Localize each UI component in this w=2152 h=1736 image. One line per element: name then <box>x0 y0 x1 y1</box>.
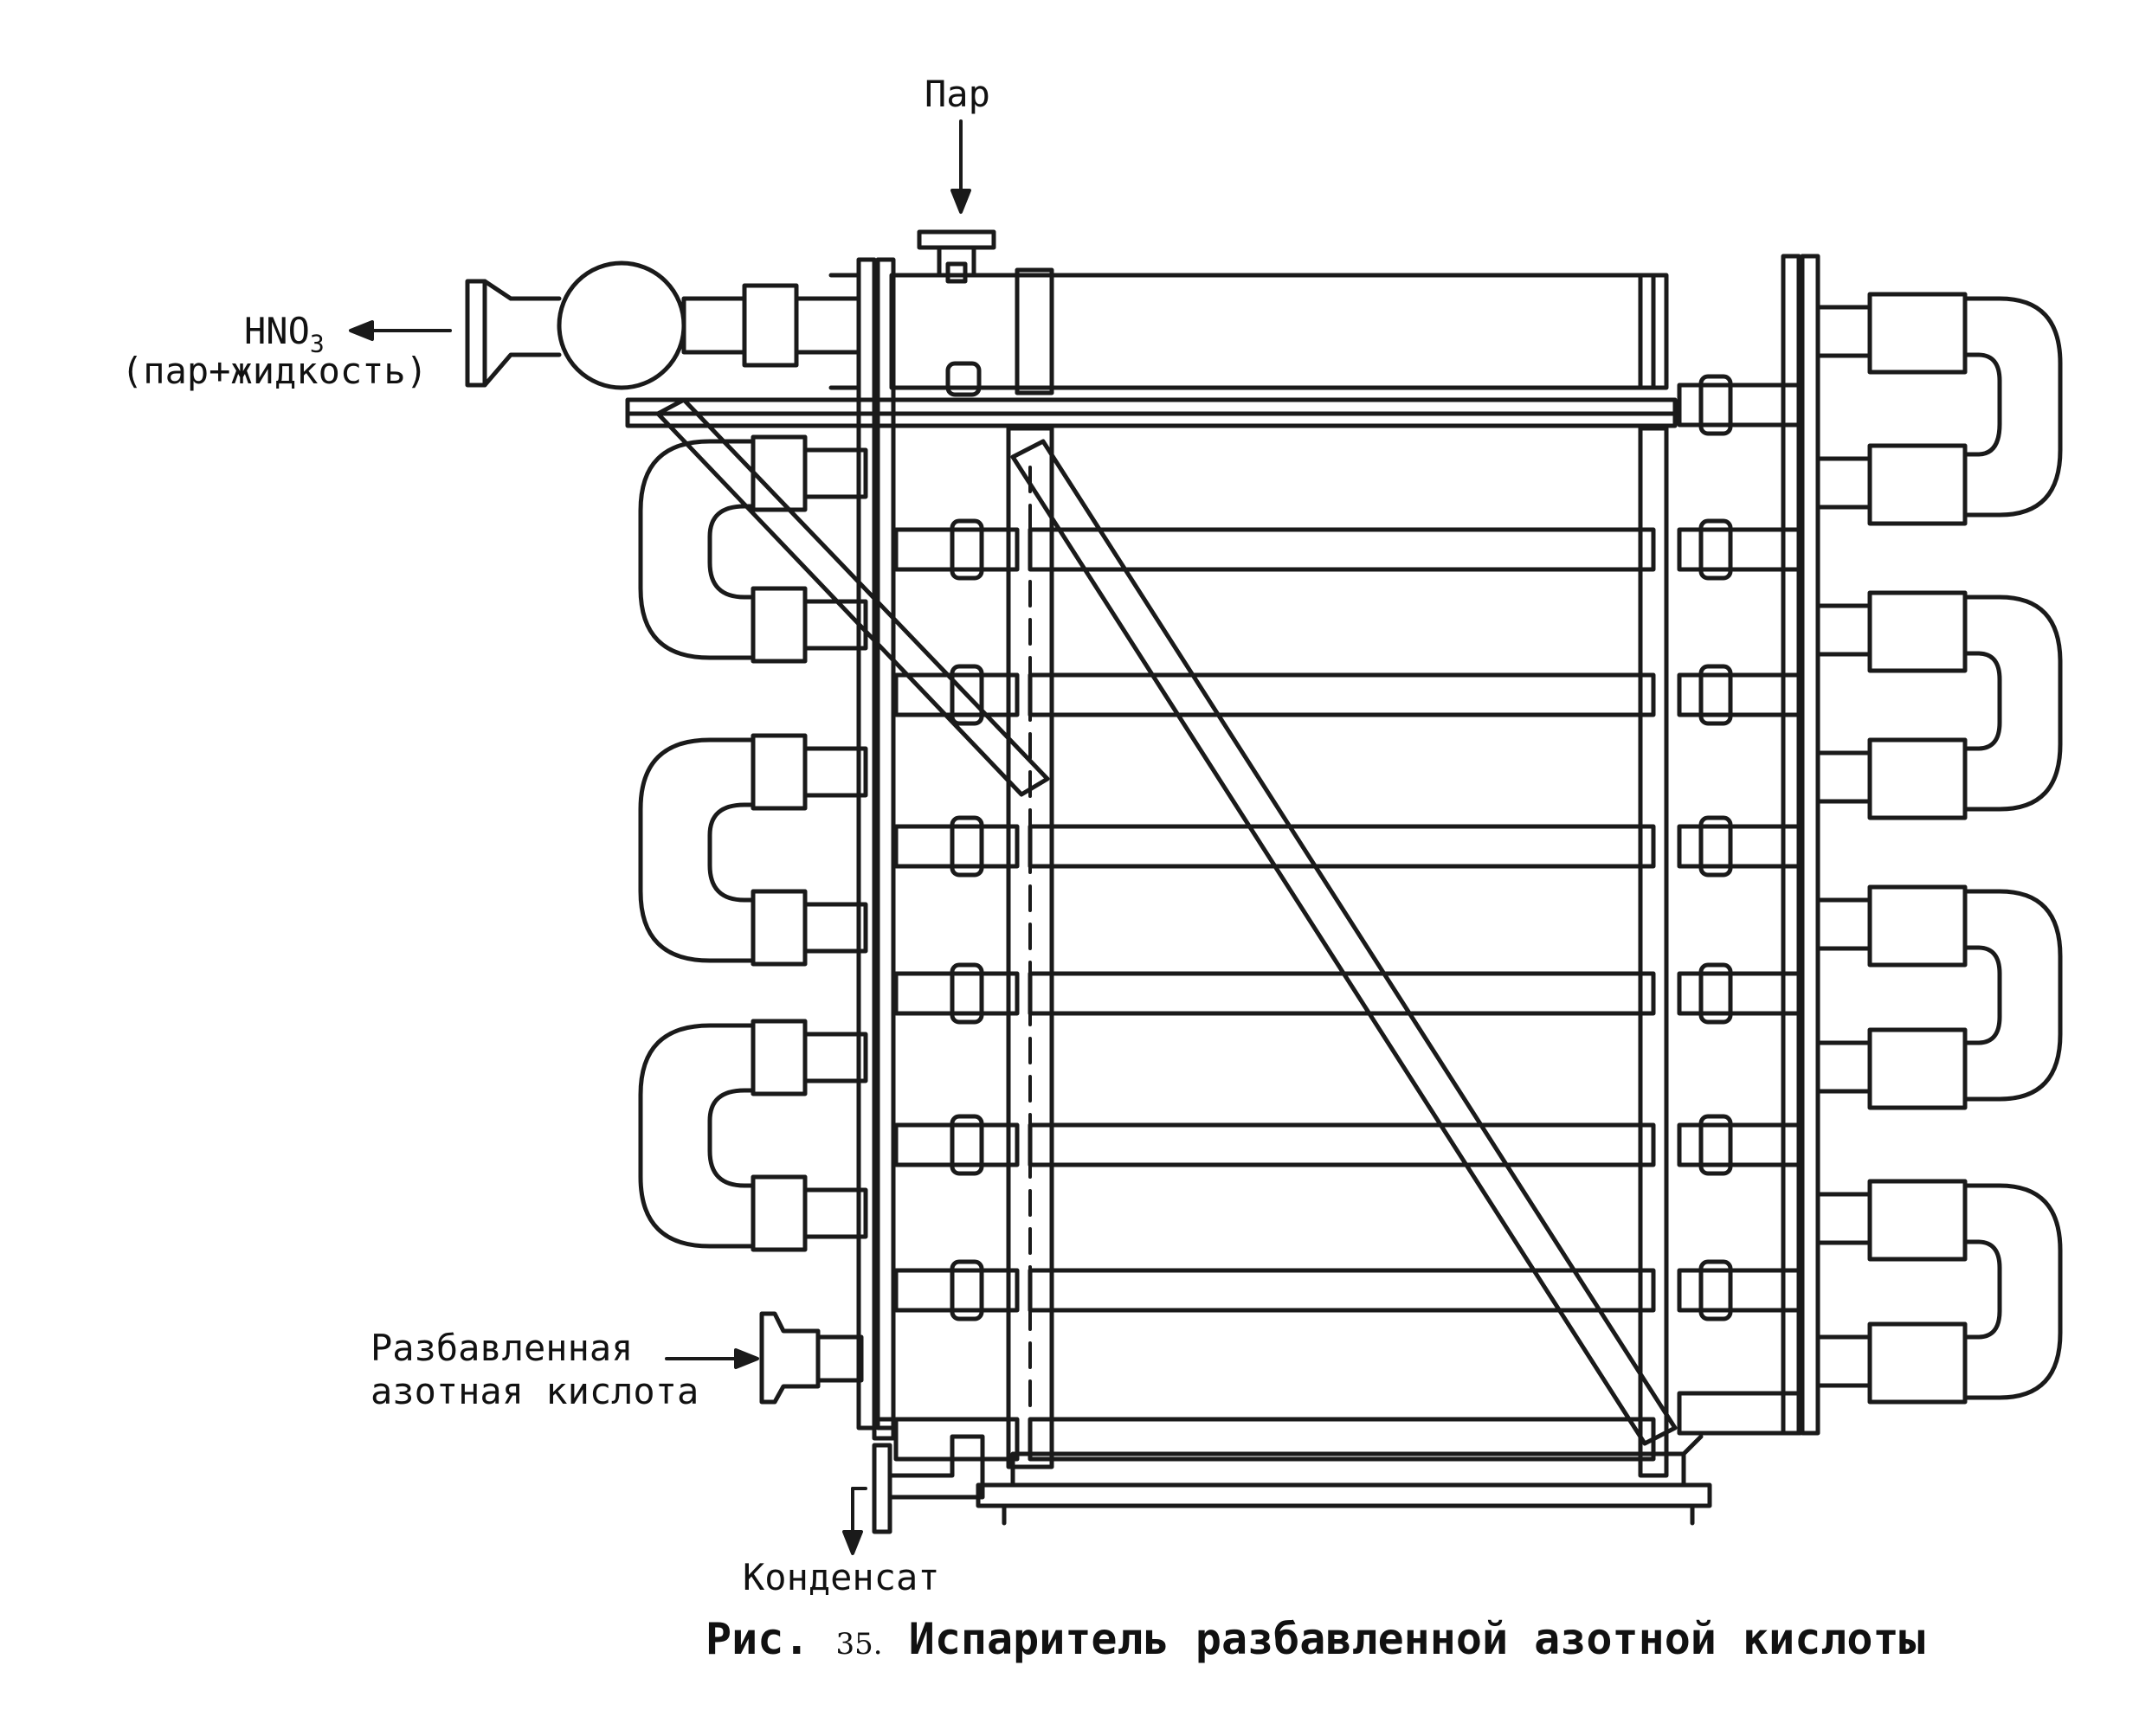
top-header-pipe <box>889 267 1669 397</box>
condensate-arrowhead <box>842 1530 863 1555</box>
feed-inlet-label-line2: азотная кислота <box>370 1370 699 1412</box>
steam-nozzle <box>917 229 996 284</box>
right-return-bends <box>1815 292 2063 1405</box>
feed-inlet-label-line1: Разбавленная <box>370 1327 634 1369</box>
caption-prefix: Рис. <box>706 1614 810 1664</box>
caption-text: Испаритель разбавленной азотной кислоты <box>908 1614 1925 1664</box>
condensate-nozzle <box>872 1434 985 1534</box>
feed-inlet-nozzle <box>759 1311 896 1441</box>
product-formula-subscript: 3 <box>309 329 325 358</box>
right-tube-sheet <box>1781 254 1820 1436</box>
separator-vessel <box>465 260 861 390</box>
product-outlet-label: HNO3 <box>244 312 325 363</box>
support-frame <box>625 397 1712 1526</box>
caption-number: 35. <box>835 1627 883 1662</box>
product-formula: HNO <box>244 310 310 352</box>
steam-arrowhead <box>950 189 971 214</box>
steam-inlet-label: Пар <box>925 73 990 115</box>
product-outlet-note: (пар+жидкость) <box>121 350 428 392</box>
left-tube-sheet <box>828 257 896 1431</box>
figure-caption: Рис. 35. Испаритель разбавленной азотной… <box>706 1614 1925 1664</box>
left-return-bends <box>638 434 868 1252</box>
condensate-label: Конденсат <box>743 1556 940 1598</box>
diagonal-braces <box>655 397 1678 1446</box>
heat-exchange-tubes <box>893 374 1803 1462</box>
feed-arrowhead <box>734 1348 759 1369</box>
flow-arrows <box>349 119 971 1555</box>
product-arrowhead <box>349 320 374 341</box>
